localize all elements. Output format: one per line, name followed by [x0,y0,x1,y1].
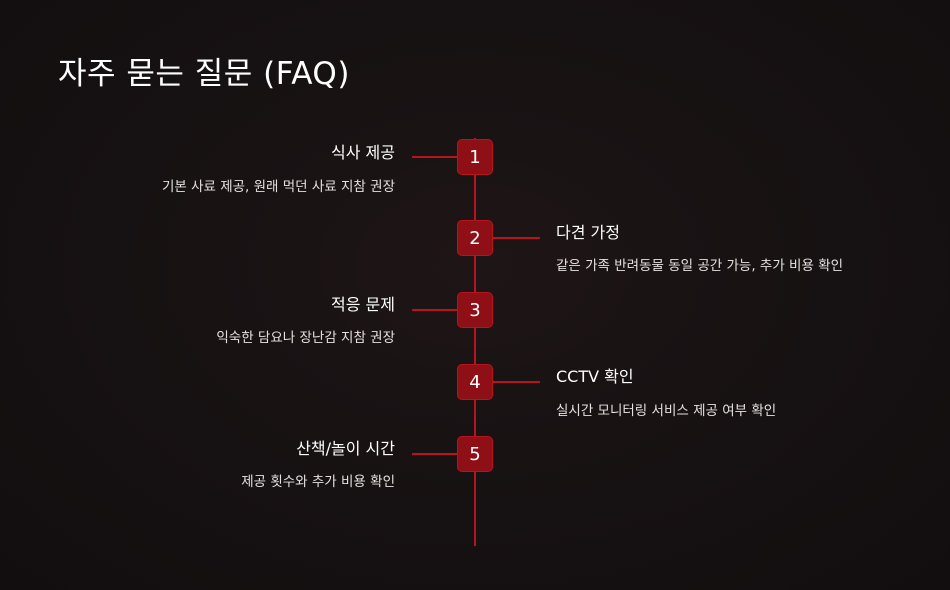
step-description-4: 실시간 모니터링 서비스 제공 여부 확인 [556,403,777,419]
step-title-5: 산책/놀이 시간 [296,439,395,458]
step-title-4: CCTV 확인 [556,367,634,386]
step-badge-3: 3 [457,292,493,328]
step-badge-4: 4 [457,364,493,400]
page-title: 자주 묻는 질문 (FAQ) [58,56,350,92]
step-badge-1: 1 [457,139,493,175]
timeline-spine [474,138,476,546]
step-title-2: 다견 가정 [556,223,620,242]
connector-5 [412,453,458,455]
connector-1 [412,156,458,158]
step-description-3: 익숙한 담요나 장난감 지참 권장 [216,330,395,346]
step-title-1: 식사 제공 [331,143,395,162]
step-description-2: 같은 가족 반려동물 동일 공간 가능, 추가 비용 확인 [556,258,844,274]
step-description-1: 기본 사료 제공, 원래 먹던 사료 지참 권장 [161,179,395,195]
connector-4 [492,381,540,383]
step-description-5: 제공 횟수와 추가 비용 확인 [241,474,395,490]
step-title-3: 적응 문제 [331,295,395,314]
step-badge-5: 5 [457,436,493,472]
connector-3 [412,309,458,311]
connector-2 [492,237,540,239]
step-badge-2: 2 [457,220,493,256]
